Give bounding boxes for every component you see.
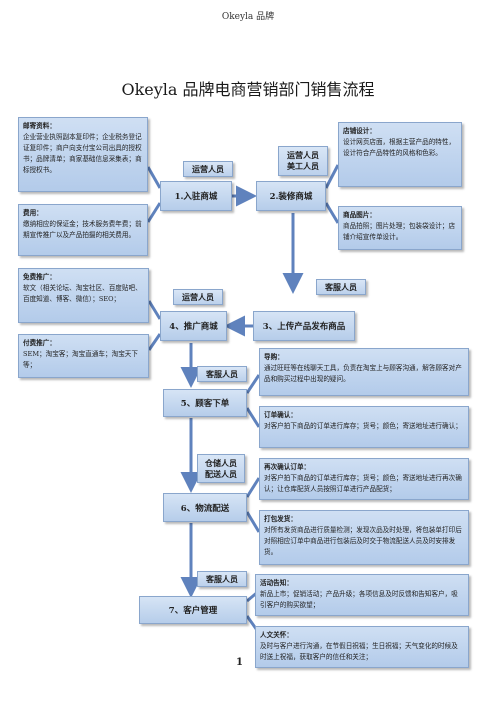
page-header: Okeyla 品牌 (221, 12, 275, 22)
box-fees: 费用： 缴纳相应的保证金；技术服务费年费；前期宣传推广以及产品拍摄的相关费用。 (18, 204, 148, 256)
box-store-design-title: 店铺设计： (343, 127, 376, 135)
box-product-photos-body: 商品拍照；图片处理；包装袋设计；店铺介绍宣传单设计。 (343, 222, 456, 241)
box-order-confirm-body: 对客户拍下商品的订单进行库存；货号；颜色；寄送地址进行确认； (264, 422, 462, 430)
box-pack-ship: 打包发货： 对所有发货商品进行质量检测；发现次品及时处理，将包装单打印后对照相应… (259, 510, 469, 565)
box-reconfirm-order: 再次确认订单： 对客户拍下商品的订单进行库存；货号；颜色；寄送地址进行再次确认；… (259, 458, 469, 500)
box-pack-ship-body: 对所有发货商品进行质量检测；发现次品及时处理，将包装单打印后对照相应订单中商品进… (264, 526, 462, 556)
box-reconfirm-order-title: 再次确认订单： (264, 463, 311, 471)
box-event-notice-title: 活动告知： (260, 579, 293, 587)
step-2-decorate-mall: 2.装修商城 (256, 181, 326, 211)
box-fees-title: 费用： (23, 209, 43, 217)
role-warehouse-delivery: 仓储人员 配送人员 (197, 454, 245, 483)
box-paid-promotion-title: 付费推广： (23, 339, 56, 347)
role-customer-service-7: 客服人员 (197, 571, 247, 587)
page-number: 1 (236, 657, 243, 668)
box-shopping-guide-title: 导购： (264, 353, 284, 361)
box-mail-title: 邮寄资料： (23, 122, 56, 130)
box-paid-promotion-body: SEM；淘宝客；淘宝直通车；淘宝天下等； (23, 350, 138, 369)
role-designer: 美工人员 (287, 161, 319, 171)
role-delivery: 配送人员 (205, 468, 237, 479)
box-shopping-guide: 导购： 通过旺旺等在线聊天工具，负责在淘宝上与顾客沟通，解答顾客对产品和购买过程… (259, 348, 469, 396)
box-reconfirm-order-body: 对客户拍下商品的订单进行库存；货号；颜色；寄送地址进行再次确认；让仓库配货人员按… (264, 474, 462, 493)
box-fees-body: 缴纳相应的保证金；技术服务费年费；前期宣传推广以及产品拍摄的相关费用。 (23, 220, 142, 239)
box-free-promotion: 免费推广： 软文（相关论坛、淘宝社区、百度贴吧、百度知道、博客、微信）；SEO； (18, 268, 149, 323)
box-event-notice-body: 新品上市；促销活动；产品升级；各项信息及时反馈和告知客户，吸引客户的购买欲望； (260, 590, 458, 609)
role-operations-2: 运营人员 (287, 150, 319, 160)
role-customer-service-3: 客服人员 (316, 279, 366, 295)
box-order-confirm: 订单确认： 对客户拍下商品的订单进行库存；货号；颜色；寄送地址进行确认； (259, 406, 469, 448)
box-order-confirm-title: 订单确认： (264, 411, 297, 419)
role-operations-1: 运营人员 (183, 161, 233, 177)
box-mail-materials: 邮寄资料： 企业营业执照副本复印件；企业税务登记证复印件；商户向支付宝公司出具的… (18, 117, 148, 192)
step-5-customer-order: 5、顾客下单 (163, 389, 247, 417)
box-product-photos: 商品图片： 商品拍照；图片处理；包装袋设计；店铺介绍宣传单设计。 (338, 206, 462, 250)
step-1-register-mall: 1.入驻商城 (160, 181, 232, 211)
box-shopping-guide-body: 通过旺旺等在线聊天工具，负责在淘宝上与顾客沟通，解答顾客对产品和购买过程中出现的… (264, 364, 462, 383)
box-event-notice: 活动告知： 新品上市；促销活动；产品升级；各项信息及时反馈和告知客户，吸引客户的… (255, 574, 469, 616)
box-store-design: 店铺设计： 设计网页店面，根据主营产品的特性，设计符合产品特性的风格和色彩。 (338, 122, 462, 187)
box-free-promotion-title: 免费推广： (23, 273, 56, 281)
step-7-customer-management: 7、客户管理 (139, 596, 247, 624)
box-pack-ship-title: 打包发货： (264, 515, 297, 523)
box-product-photos-title: 商品图片： (343, 211, 376, 219)
role-operations-4: 运营人员 (173, 289, 223, 305)
box-store-design-body: 设计网页店面，根据主营产品的特性，设计符合产品特性的风格和色彩。 (343, 138, 456, 157)
box-customer-care-body: 及时与客户进行沟通，在节假日祝福；生日祝福；天气变化的时候及时送上祝福，获取客户… (260, 642, 458, 661)
box-mail-body: 企业营业执照副本复印件；企业税务登记证复印件；商户向支付宝公司出具的授权书；品牌… (23, 133, 142, 174)
step-3-upload-products: 3、上传产品发布商品 (253, 311, 355, 341)
role-warehouse: 仓储人员 (205, 457, 237, 468)
role-operations-design: 运营人员 美工人员 (278, 146, 328, 176)
step-4-promote-mall: 4、推广商城 (160, 311, 227, 341)
step-6-logistics: 6、物流配送 (163, 493, 247, 522)
page-title: Okeyla 品牌电商营销部门销售流程 (121, 80, 375, 99)
box-customer-care-title: 人文关怀： (260, 631, 293, 639)
role-customer-service-5: 客服人员 (197, 366, 247, 382)
box-customer-care: 人文关怀： 及时与客户进行沟通，在节假日祝福；生日祝福；天气变化的时候及时送上祝… (255, 626, 469, 668)
box-free-promotion-body: 软文（相关论坛、淘宝社区、百度贴吧、百度知道、博客、微信）；SEO； (23, 284, 142, 303)
box-paid-promotion: 付费推广： SEM；淘宝客；淘宝直通车；淘宝天下等； (18, 334, 149, 378)
